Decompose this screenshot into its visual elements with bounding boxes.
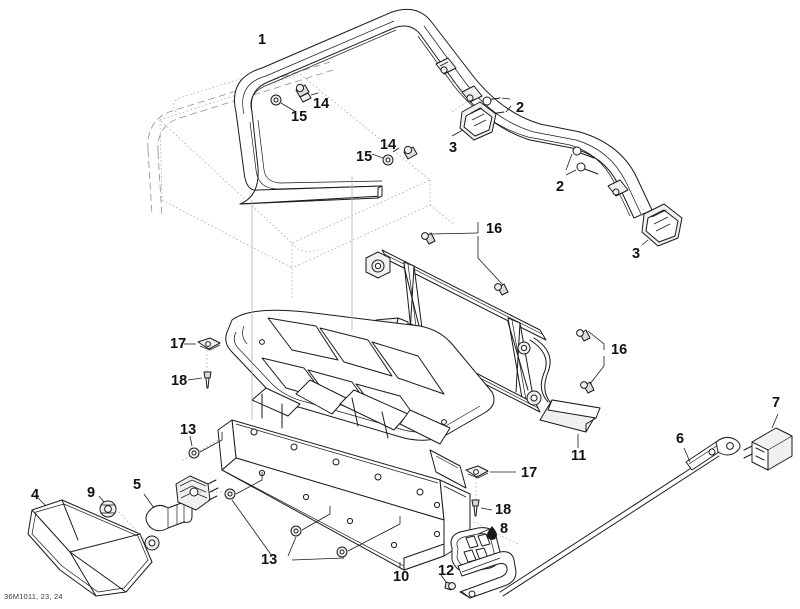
callout-10: 10 (393, 569, 410, 585)
callout-16-b: 16 (611, 342, 628, 358)
handrail-bar-part-1 (234, 8, 653, 219)
taillight-lens-part-4 (27, 497, 153, 597)
callout-8: 8 (500, 521, 509, 537)
clip-nut-17-right (465, 465, 516, 500)
callout-4: 4 (31, 487, 40, 503)
screw-group-2-right (565, 146, 599, 176)
callout-1: 1 (258, 32, 267, 48)
fastener-group-upper-left (270, 83, 319, 113)
clip-nut-17-left (184, 337, 221, 372)
callout-13-b: 13 (261, 552, 278, 568)
bolt-group-16-upper (421, 222, 509, 296)
callout-11: 11 (571, 448, 587, 464)
callout-7: 7 (772, 395, 781, 411)
phantom-cargo-outline (159, 59, 456, 300)
end-cap-3-upper (451, 101, 497, 141)
rivet-group-13-bottom (224, 472, 401, 561)
end-cap-3-right (639, 203, 683, 247)
grommet-group-part-9 (98, 495, 160, 551)
callout-18-a: 18 (171, 373, 188, 389)
bulb-part-5 (143, 493, 193, 532)
rack-base-part-10 (179, 176, 521, 571)
callout-18-b: 18 (495, 502, 512, 518)
screw-18-right (471, 499, 493, 517)
screw-part-12 (440, 574, 456, 591)
phantom-handrail-outline (147, 61, 334, 218)
callout-17-b: 17 (521, 465, 538, 481)
callout-2-a: 2 (516, 100, 525, 116)
callout-17-a: 17 (170, 336, 187, 352)
rivet-group-13-left (188, 432, 223, 459)
seat-cushion (225, 309, 495, 441)
callout-3-b: 3 (632, 246, 641, 262)
diagram-caption: 36M1011, 23, 24 (4, 592, 63, 601)
fastener-group-mid (371, 145, 418, 166)
callout-13-a: 13 (180, 422, 197, 438)
bulb-socket (175, 475, 224, 511)
handle-bail (457, 551, 517, 599)
callout-3-a: 3 (449, 140, 458, 156)
callout-15-a: 15 (291, 109, 308, 125)
callout-15-b: 15 (356, 149, 373, 165)
callout-16-a: 16 (486, 221, 503, 237)
cable-connector-part-7 (743, 413, 793, 471)
callout-14-a: 14 (313, 96, 330, 112)
callout-6: 6 (676, 431, 685, 447)
callout-5: 5 (133, 477, 142, 493)
tether-cable-part-6 (499, 436, 741, 597)
screw-18-left (187, 371, 212, 389)
callout-2-b: 2 (556, 179, 565, 195)
callout-12: 12 (438, 563, 455, 579)
callout-14-b: 14 (380, 137, 397, 153)
bolt-group-16-lower (576, 329, 605, 394)
callout-9: 9 (87, 485, 96, 501)
